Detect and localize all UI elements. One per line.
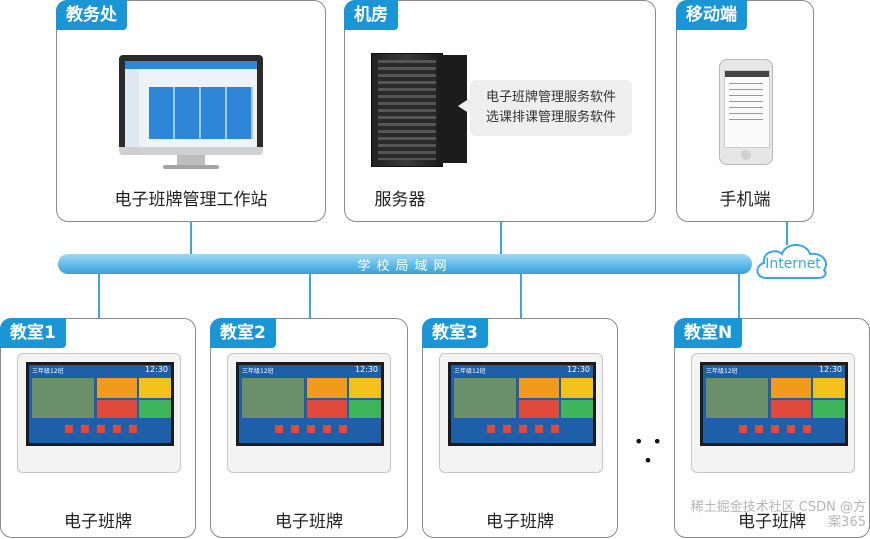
board-class-name: 三年级12班 (242, 368, 274, 375)
class-board-device-icon: 三年级12班 12:30 (691, 353, 855, 473)
panel-classroom-n: 教室N 三年级12班 12:30 电子班牌 (674, 318, 870, 538)
link-office (190, 221, 192, 255)
panel-tag-classroom: 教室N (674, 318, 743, 348)
board-class-name: 三年级12班 (32, 368, 64, 375)
caption-class-board: 电子班牌 (64, 512, 132, 532)
panel-tag-classroom: 教室3 (422, 318, 488, 348)
link-room2 (309, 273, 311, 318)
panel-academic-office: 教务处 电子班牌管理工作站 (56, 0, 326, 222)
caption-class-board: 电子班牌 (738, 512, 806, 532)
workstation-monitor-icon (119, 55, 263, 171)
internet-cloud-icon (756, 244, 828, 279)
board-class-name: 三年级12班 (454, 368, 486, 375)
school-lan-bar: 学校局域网 (58, 254, 752, 274)
caption-class-board: 电子班牌 (275, 512, 343, 532)
panel-classroom-3: 教室3 三年级12班 12:30 电子班牌 (422, 318, 618, 538)
smartphone-icon (719, 59, 773, 165)
link-roomN (738, 273, 740, 318)
panel-tag-classroom: 教室2 (210, 318, 276, 348)
panel-mobile: 移动端 手机端 (676, 0, 814, 222)
caption-workstation: 电子班牌管理工作站 (114, 190, 268, 210)
class-board-device-icon: 三年级12班 12:30 (227, 353, 391, 473)
internet-label: Internet (765, 256, 821, 272)
server-rack-icon (371, 53, 443, 167)
class-board-device-icon: 三年级12班 12:30 (439, 353, 603, 473)
ellipsis-more-classrooms: • • • (634, 432, 664, 470)
panel-tag-academic-office: 教务处 (56, 0, 127, 30)
link-server (500, 221, 502, 255)
panel-tag-mobile: 移动端 (676, 0, 747, 30)
link-room3 (520, 273, 522, 318)
board-class-name: 三年级12班 (706, 368, 738, 375)
caption-server: 服务器 (374, 190, 426, 210)
board-time: 12:30 (818, 365, 842, 374)
panel-classroom-2: 教室2 三年级12班 12:30 电子班牌 (210, 318, 408, 538)
board-time: 12:30 (566, 365, 590, 374)
server-software-bubble: 电子班牌管理服务软件 选课排课管理服务软件 (458, 80, 632, 136)
panel-classroom-1: 教室1 三年级12班 12:30 电子班牌 (0, 318, 196, 538)
watermark: 稀土掘金技术社区 CSDN @方案365 (690, 500, 866, 530)
link-mobile (786, 221, 788, 245)
board-time: 12:30 (144, 365, 168, 374)
panel-tag-server-room: 机房 (344, 0, 398, 30)
caption-class-board: 电子班牌 (486, 512, 554, 532)
class-board-device-icon: 三年级12班 12:30 (17, 353, 181, 473)
caption-mobile: 手机端 (719, 190, 771, 210)
lan-label: 学校局域网 (357, 259, 453, 274)
board-time: 12:30 (354, 365, 378, 374)
software-item: 电子班牌管理服务软件 (485, 90, 616, 105)
panel-tag-classroom: 教室1 (0, 318, 66, 348)
software-item: 选课排课管理服务软件 (485, 110, 616, 125)
link-room1 (98, 273, 100, 318)
